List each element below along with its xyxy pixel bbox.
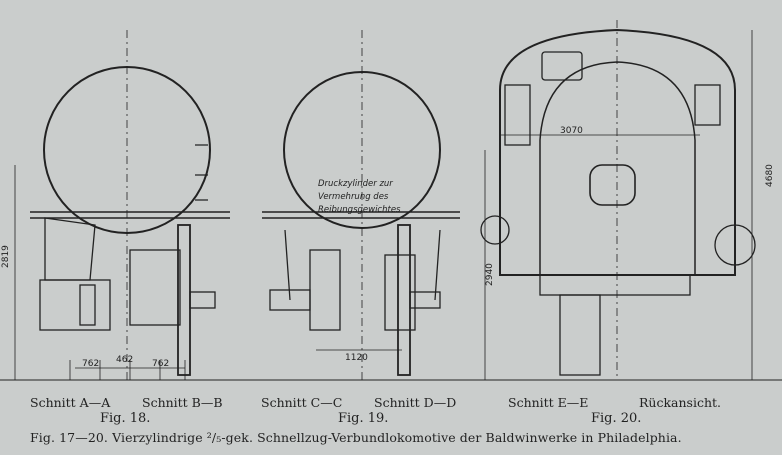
dim-3070: 3070 bbox=[560, 126, 583, 136]
annotation-line-1: Druckzylinder zur bbox=[318, 179, 393, 189]
dim-4680: 4680 bbox=[765, 164, 775, 187]
fig19-drawing: 1120 2940 Druckzylinder zur Vermehrung d… bbox=[262, 30, 495, 380]
figure-caption: Fig. 17—20. Vierzylindrige ²/₅-gek. Schn… bbox=[30, 430, 682, 445]
annotation-line-2: Vermehrung des bbox=[318, 192, 389, 202]
fig-20-label: Fig. 20. bbox=[591, 411, 642, 426]
fig20-drawing: 3070 4680 bbox=[480, 20, 775, 380]
dim-1120: 1120 bbox=[345, 353, 368, 363]
annotation-line-3: Reibungsgewichtes bbox=[318, 205, 401, 215]
label-schnitt-a: Schnitt A—A bbox=[30, 395, 111, 410]
caption-prefix: Fig. 17—20. Vierzylindrige bbox=[30, 430, 207, 445]
dim-762-left: 762 bbox=[82, 359, 99, 369]
label-schnitt-e: Schnitt E—E bbox=[508, 395, 589, 410]
dim-2940: 2940 bbox=[485, 263, 495, 286]
label-schnitt-b: Schnitt B—B bbox=[142, 395, 223, 410]
fig-18-label: Fig. 18. bbox=[100, 411, 151, 426]
label-schnitt-c: Schnitt C—C bbox=[261, 395, 343, 410]
caption-fraction: ²/₅ bbox=[206, 430, 222, 445]
dim-2819: 2819 bbox=[1, 245, 11, 268]
fig-19-label: Fig. 19. bbox=[338, 411, 389, 426]
dim-462: 462 bbox=[116, 355, 133, 365]
dim-762-right: 762 bbox=[152, 359, 169, 369]
label-schnitt-d: Schnitt D—D bbox=[374, 395, 457, 410]
caption-suffix: -gek. Schnellzug-Verbundlokomotive der B… bbox=[221, 430, 682, 445]
label-rueckansicht: Rückansicht. bbox=[639, 395, 722, 410]
fig18-drawing: 2819 762 462 762 bbox=[1, 30, 230, 380]
